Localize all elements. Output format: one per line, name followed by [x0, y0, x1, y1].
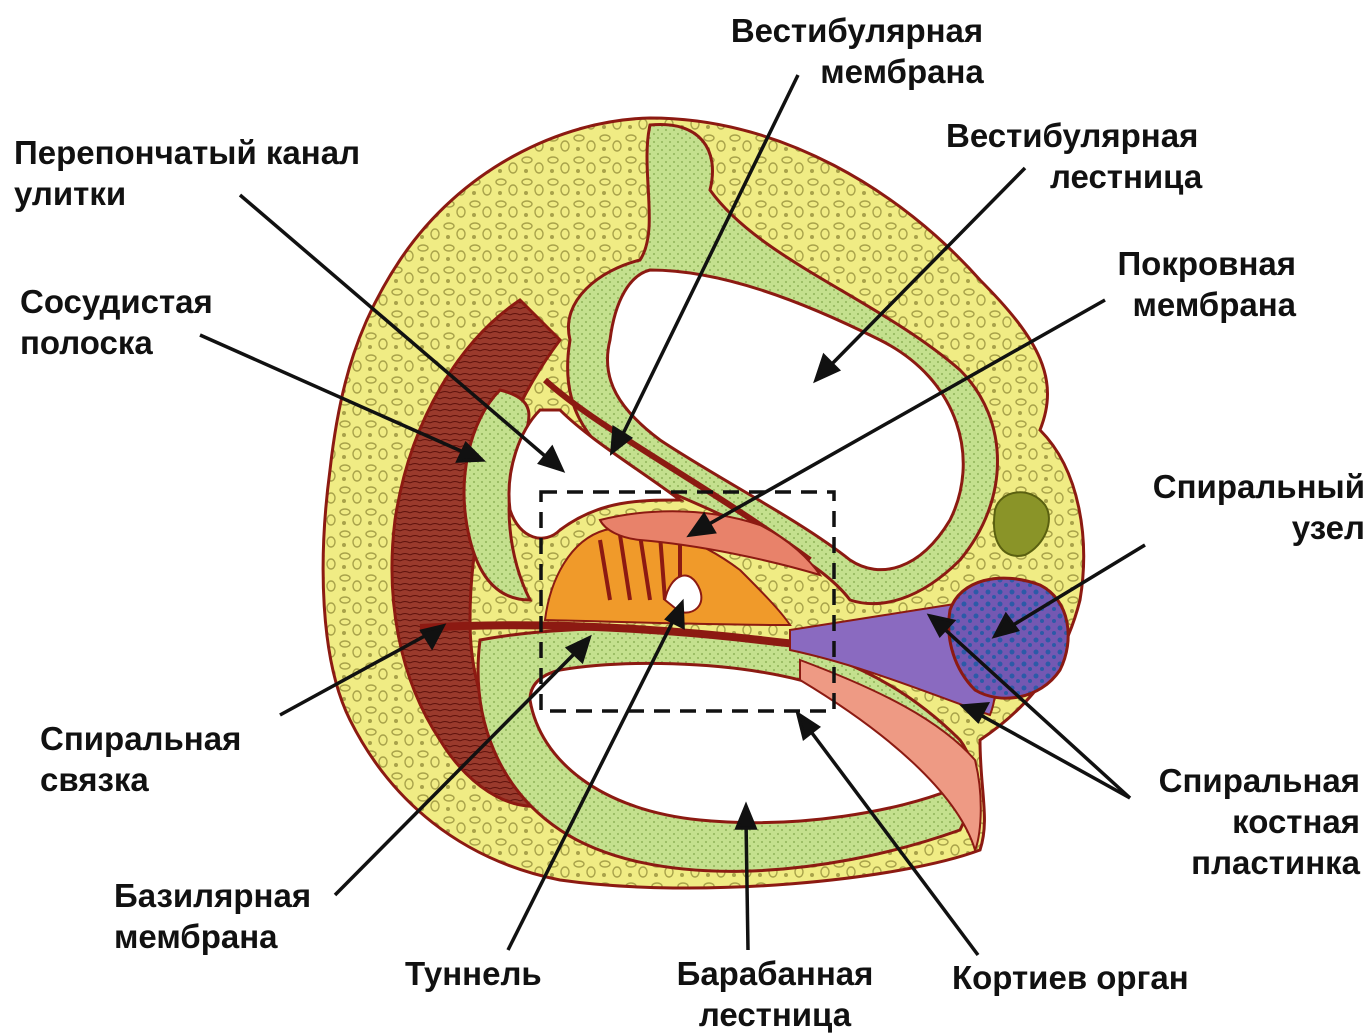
label-basilar-membrane: Базилярная мембрана: [114, 875, 311, 957]
label-stria-vascularis: Сосудистая полоска: [20, 281, 213, 363]
label-tectorial-membrane: Покровная мембрана: [1060, 243, 1296, 325]
label-tunnel: Туннель: [405, 953, 542, 994]
label-spiral-ganglion: Спиральный узел: [1120, 466, 1365, 548]
spiral-ganglion-shape: [949, 578, 1068, 698]
label-membranous-canal: Перепончатый канал улитки: [14, 132, 360, 214]
label-vestibular-scala: Вестибулярная лестница: [946, 115, 1202, 197]
label-osseous-spiral-lamina: Спиральная костная пластинка: [1120, 760, 1360, 883]
label-vestibular-membrane: Вестибулярная мембрана: [712, 10, 1002, 92]
label-tympanic-scala: Барабанная лестница: [660, 953, 890, 1035]
label-organ-of-corti: Кортиев орган: [952, 957, 1189, 998]
label-spiral-ligament: Спиральная связка: [40, 718, 241, 800]
